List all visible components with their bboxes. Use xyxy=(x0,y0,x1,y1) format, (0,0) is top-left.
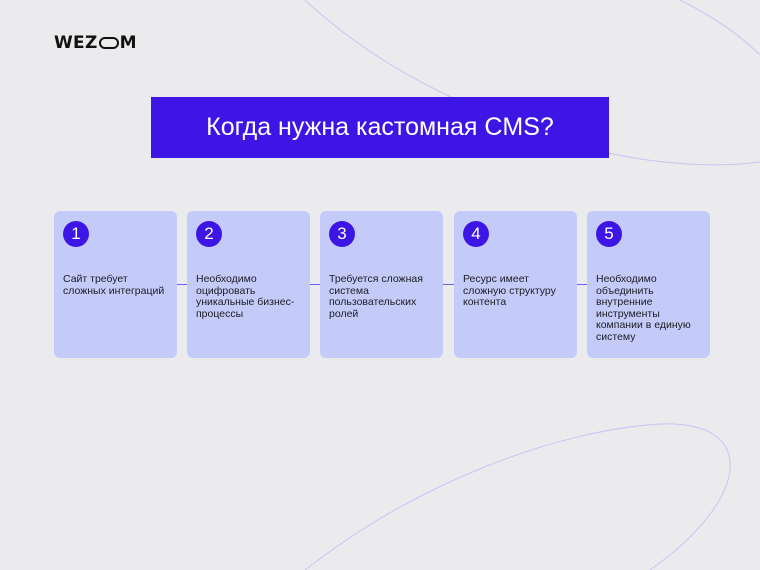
logo-text-right: M xyxy=(119,33,137,53)
step-card-5: 5 Необходимо объединить внутренние инстр… xyxy=(587,211,710,358)
wezom-logo: WEZ M xyxy=(54,33,137,53)
step-number-badge: 3 xyxy=(329,221,355,247)
step-number-badge: 1 xyxy=(63,221,89,247)
step-text: Требуется сложная система пользовательск… xyxy=(329,273,423,320)
step-text: Необходимо объединить внутренние инструм… xyxy=(596,273,691,343)
step-number-badge: 2 xyxy=(196,221,222,247)
step-number-badge: 5 xyxy=(596,221,622,247)
page-title: Когда нужна кастомная CMS? xyxy=(151,97,609,158)
step-card-3: 3 Требуется сложная система пользователь… xyxy=(320,211,443,358)
step-text: Необходимо оцифровать уникальные бизнес-… xyxy=(196,273,295,320)
step-card-4: 4 Ресурс имеет сложную структуру контент… xyxy=(454,211,577,358)
step-text: Сайт требует сложных интеграций xyxy=(63,273,165,297)
step-card-2: 2 Необходимо оцифровать уникальные бизне… xyxy=(187,211,310,358)
page-title-text: Когда нужна кастомная CMS? xyxy=(206,113,554,141)
step-number-badge: 4 xyxy=(463,221,489,247)
step-card-1: 1 Сайт требует сложных интеграций xyxy=(54,211,177,358)
logo-text-left: WEZ xyxy=(54,33,98,53)
step-text: Ресурс имеет сложную структуру контента xyxy=(463,273,556,308)
logo-o-shape-icon xyxy=(98,37,119,49)
